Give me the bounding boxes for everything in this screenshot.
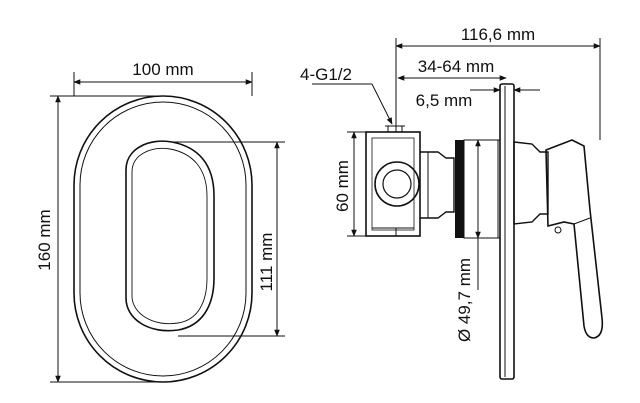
diameter-label: Ø 49,7 mm	[455, 258, 474, 342]
wall-plate	[499, 83, 515, 380]
valve-body	[365, 131, 421, 237]
wall-depth-label: 34-64 mm	[418, 57, 495, 76]
outlet-port-outer	[374, 161, 420, 207]
handle-base	[513, 141, 549, 225]
lever-height-label: 111 mm	[257, 233, 276, 292]
sealing-ring	[455, 140, 464, 238]
handle-lever	[545, 139, 604, 339]
height-label: 160 mm	[35, 209, 54, 270]
side-view: 116,6 mm 34-64 mm 6,5 mm 4-G1/2 60 mm Ø …	[300, 25, 604, 380]
width-label: 100 mm	[132, 60, 193, 79]
plate-thickness-label: 6,5 mm	[416, 91, 473, 110]
cartridge-neck	[420, 151, 455, 219]
lever-outline	[125, 140, 215, 332]
cover-plate-inner-outline	[79, 101, 247, 377]
total-depth-label: 116,6 mm	[461, 25, 535, 44]
lever-inner-outline	[131, 147, 208, 325]
front-view: 100 mm 160 mm 111 mm	[35, 60, 285, 383]
thread-label: 4-G1/2	[300, 65, 352, 84]
body-height-label: 60 mm	[333, 160, 352, 212]
cover-plate-outline	[73, 95, 253, 383]
outlet-port-inner	[382, 169, 412, 199]
